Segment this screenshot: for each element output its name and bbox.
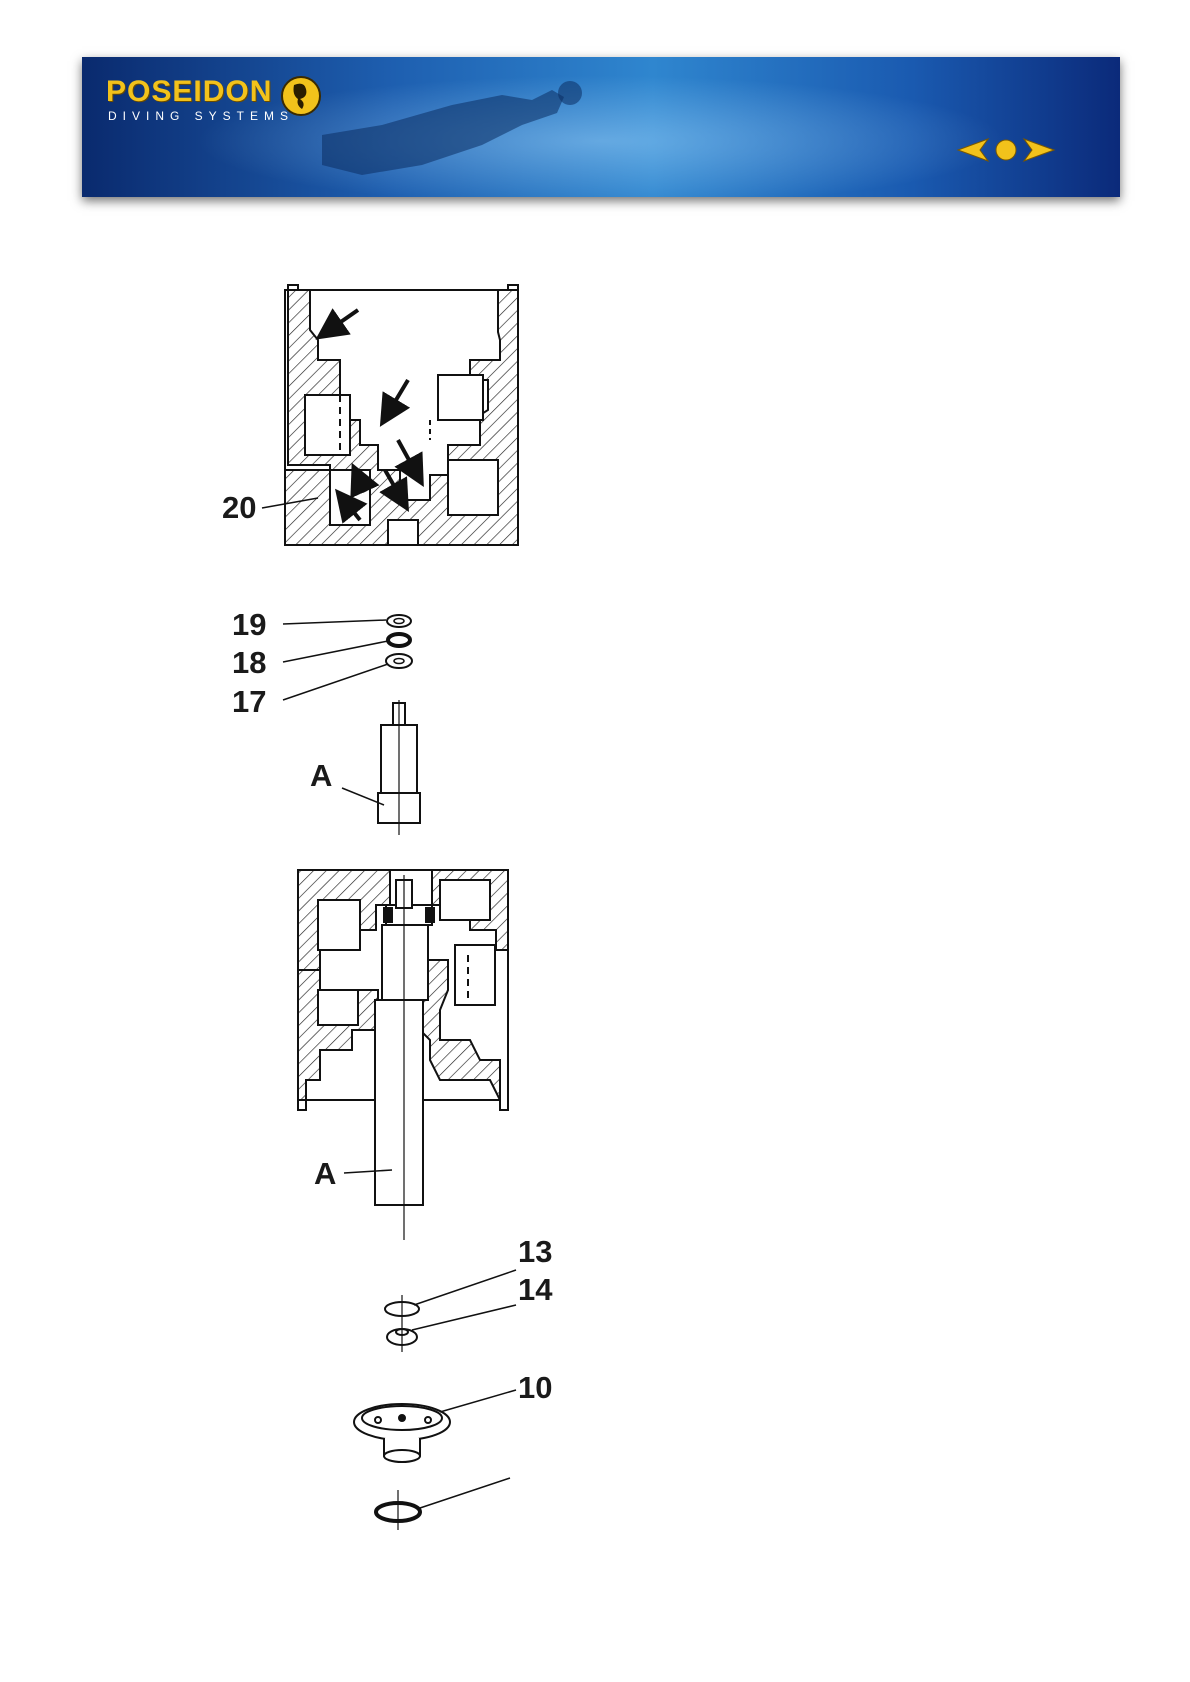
leader-18	[283, 641, 388, 662]
valve-seat-10	[354, 1404, 450, 1462]
o-ring-18	[388, 634, 410, 646]
leader-17	[283, 664, 388, 700]
tool-a-loose	[378, 700, 420, 835]
leader-10	[440, 1390, 516, 1412]
washer-17	[386, 654, 412, 668]
callout-14: 14	[518, 1272, 553, 1307]
leader-14	[412, 1305, 516, 1330]
washer-19	[387, 615, 411, 627]
callout-17: 17	[232, 684, 266, 719]
leader-19	[283, 620, 386, 624]
callout-a-top: A	[310, 758, 332, 793]
callout-10: 10	[518, 1370, 552, 1405]
callout-20: 20	[222, 490, 256, 525]
tool-a-inserted	[375, 875, 428, 1240]
o-ring-bottom	[376, 1490, 420, 1530]
leader-o-ring-bottom	[420, 1478, 510, 1508]
callout-18: 18	[232, 645, 266, 680]
callout-13: 13	[518, 1234, 552, 1269]
callout-19: 19	[232, 607, 266, 642]
leader-13	[414, 1270, 516, 1305]
callout-a-bottom: A	[314, 1156, 336, 1191]
housing-section-top	[285, 285, 518, 545]
